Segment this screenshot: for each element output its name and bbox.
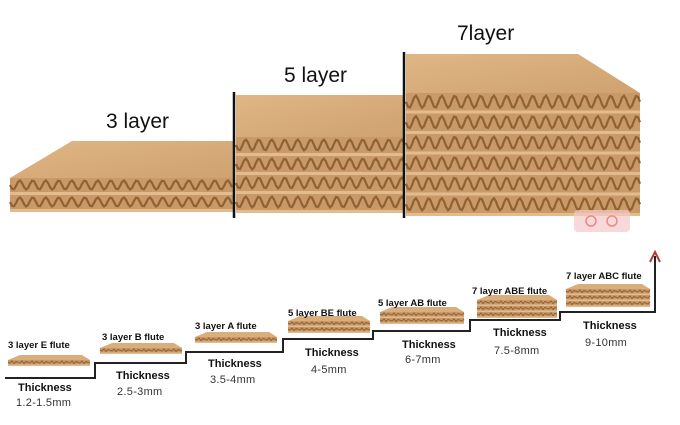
three-layer-liner	[10, 192, 233, 195]
five-layer-board	[234, 95, 405, 213]
step-1-thickness-label: Thickness	[18, 382, 72, 394]
staircase-line	[5, 256, 656, 379]
five-layer-liner	[236, 172, 404, 175]
step-6-flute-label: 7 layer ABE flute	[472, 286, 548, 297]
step-5-board	[379, 307, 465, 324]
step-6-board	[476, 295, 558, 318]
five-layer-flute-wave	[234, 137, 405, 153]
step-1-flute-label: 3 layer E flute	[8, 340, 70, 351]
step-4-thickness-value: 4-5mm	[311, 364, 347, 376]
five-layer-liner	[236, 153, 404, 156]
seven-layer-flute-wave	[404, 196, 642, 213]
seven-layer-flute-wave	[404, 155, 642, 172]
step-2-thickness-label: Thickness	[116, 370, 170, 382]
seven-layer-liner	[406, 172, 640, 175]
step-7-board	[565, 284, 651, 307]
step-2-flute-label: 3 layer B flute	[102, 332, 165, 343]
step-6-thickness-value: 7.5-8mm	[494, 345, 540, 357]
step-1-thickness-value: 1.2-1.5mm	[16, 397, 72, 409]
step-3-board	[194, 332, 278, 343]
step-1-board	[7, 355, 91, 366]
three-layer-board	[9, 141, 233, 212]
seven-layer-liner	[406, 213, 640, 216]
zoom-badge-icon	[574, 210, 630, 232]
step-3-thickness-label: Thickness	[208, 358, 262, 370]
seven-layer-flute-wave	[404, 175, 642, 192]
thickness-staircase	[5, 249, 661, 379]
step-7-thickness-value: 9-10mm	[585, 337, 628, 349]
step-6-thickness-label: Thickness	[493, 327, 547, 339]
seven-layer-liner	[406, 110, 640, 114]
five-layer-label: 5 layer	[284, 64, 348, 87]
seven-layer-flute-wave	[404, 93, 642, 110]
seven-layer-flute-wave	[404, 114, 642, 131]
five-layer-flute-wave	[234, 156, 405, 172]
seven-layer-liner	[406, 192, 640, 196]
seven-layer-flute-wave	[404, 134, 642, 151]
seven-layer-liner	[406, 151, 640, 155]
step-5-flute-label: 5 layer AB flute	[378, 298, 447, 309]
step-4-board	[287, 316, 371, 333]
step-3-flute-label: 3 layer A flute	[195, 321, 257, 332]
step-4-thickness-label: Thickness	[305, 347, 359, 359]
five-layer-flute-wave	[234, 175, 405, 191]
five-layer-liner	[236, 210, 404, 213]
step-4-flute-label: 5 layer BE flute	[288, 308, 357, 319]
five-layer-flute-wave	[234, 194, 405, 210]
step-5-thickness-value: 6-7mm	[405, 354, 441, 366]
step-7-thickness-label: Thickness	[583, 320, 637, 332]
five-layer-liner	[236, 191, 404, 194]
three-layer-label: 3 layer	[106, 110, 170, 133]
arrow-up-icon	[649, 249, 661, 263]
seven-layer-liner	[406, 131, 640, 134]
step-3-thickness-value: 3.5-4mm	[210, 374, 256, 386]
three-layer-flute-wave	[9, 195, 233, 209]
step-2-thickness-value: 2.5-3mm	[117, 386, 163, 398]
step-5-thickness-label: Thickness	[402, 339, 456, 351]
three-layer-flute-wave	[9, 178, 233, 192]
seven-layer-board	[404, 54, 642, 216]
three-layer-liner	[10, 209, 233, 212]
step-7-flute-label: 7 layer ABC flute	[566, 271, 642, 282]
seven-layer-label: 7layer	[457, 22, 515, 45]
step-2-board	[99, 343, 183, 354]
